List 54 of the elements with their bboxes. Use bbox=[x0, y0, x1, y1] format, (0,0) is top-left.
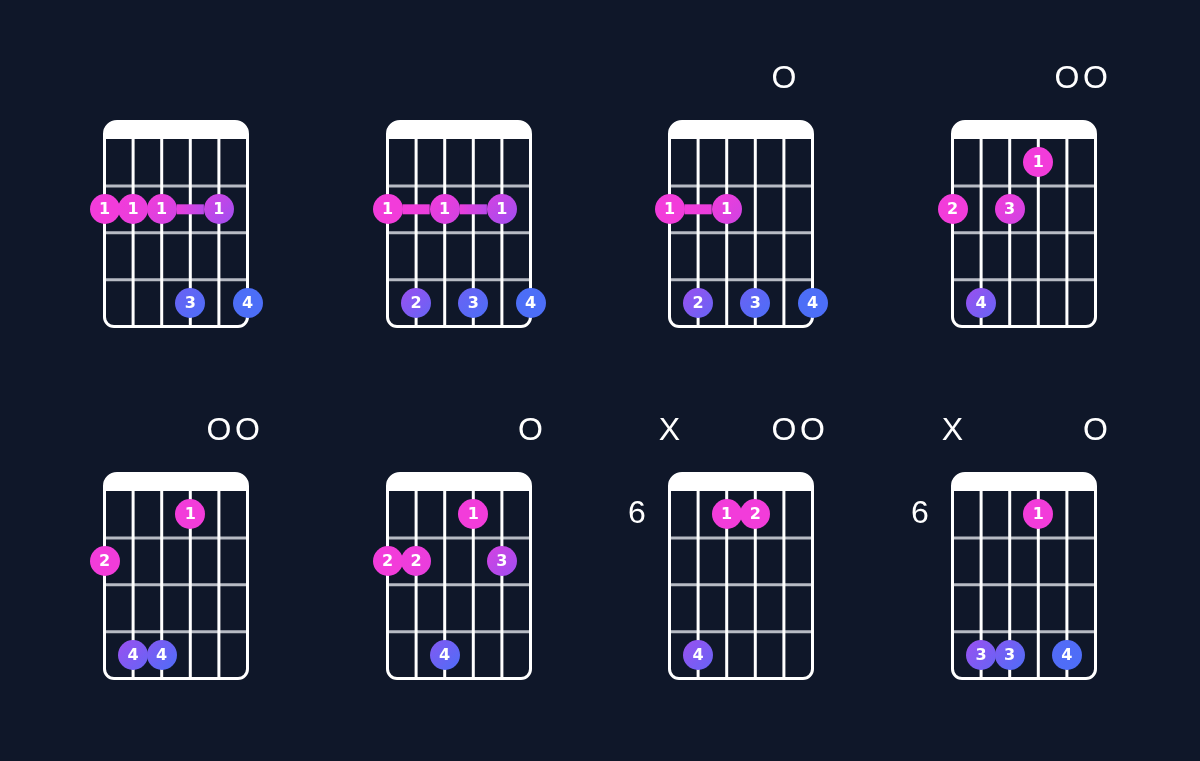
finger-dot: 4 bbox=[797, 288, 828, 319]
finger-dot: 2 bbox=[401, 546, 432, 577]
finger-dot: 3 bbox=[458, 288, 489, 319]
finger-dot: 4 bbox=[966, 288, 997, 319]
finger-dot: 1 bbox=[458, 499, 489, 530]
fret-number: 6 bbox=[911, 496, 929, 529]
finger-dot: 3 bbox=[740, 288, 771, 319]
finger-dot: 1 bbox=[1023, 147, 1054, 178]
string-marker: O bbox=[518, 413, 543, 445]
string-marker: O bbox=[771, 413, 797, 445]
finger-dot: 1 bbox=[175, 499, 206, 530]
string-marker: O bbox=[1083, 413, 1108, 445]
finger-dot: 4 bbox=[232, 288, 263, 319]
finger-dot: 1 bbox=[429, 194, 460, 225]
barre-line bbox=[402, 204, 430, 215]
finger-dot: 1 bbox=[654, 194, 685, 225]
string-marker: X bbox=[658, 413, 681, 445]
finger-dot: 1 bbox=[89, 194, 120, 225]
barre-line bbox=[459, 204, 487, 215]
finger-dot: 3 bbox=[994, 194, 1025, 225]
finger-dot: 4 bbox=[515, 288, 546, 319]
finger-dot: 2 bbox=[372, 546, 403, 577]
barre-line bbox=[684, 204, 712, 215]
finger-dot: 4 bbox=[683, 640, 714, 671]
finger-dot: 3 bbox=[486, 546, 517, 577]
fret-number: 6 bbox=[628, 496, 646, 529]
string-marker: O bbox=[800, 413, 825, 445]
finger-dot: 3 bbox=[175, 288, 206, 319]
string-marker: O bbox=[1083, 61, 1108, 93]
finger-dot: 2 bbox=[401, 288, 432, 319]
finger-dot: 2 bbox=[740, 499, 771, 530]
finger-dot: 1 bbox=[711, 194, 742, 225]
finger-dot: 2 bbox=[937, 194, 968, 225]
finger-dot: 3 bbox=[994, 640, 1025, 671]
string-marker: O bbox=[771, 61, 797, 93]
finger-dot: 1 bbox=[146, 194, 177, 225]
string-marker: O bbox=[206, 413, 232, 445]
finger-dot: 1 bbox=[711, 499, 742, 530]
finger-dot: 4 bbox=[118, 640, 149, 671]
barre-line bbox=[176, 204, 204, 215]
finger-dot: 2 bbox=[683, 288, 714, 319]
finger-dot: 1 bbox=[118, 194, 149, 225]
finger-dot: 1 bbox=[1023, 499, 1054, 530]
string-marker: O bbox=[235, 413, 260, 445]
finger-dot: 2 bbox=[89, 546, 120, 577]
finger-dot: 1 bbox=[203, 194, 234, 225]
string-marker: O bbox=[1054, 61, 1080, 93]
string-marker: X bbox=[941, 413, 964, 445]
finger-dot: 1 bbox=[372, 194, 403, 225]
finger-dot: 3 bbox=[966, 640, 997, 671]
finger-dot: 4 bbox=[429, 640, 460, 671]
finger-dot: 4 bbox=[146, 640, 177, 671]
finger-dot: 1 bbox=[486, 194, 517, 225]
finger-dot: 4 bbox=[1051, 640, 1082, 671]
